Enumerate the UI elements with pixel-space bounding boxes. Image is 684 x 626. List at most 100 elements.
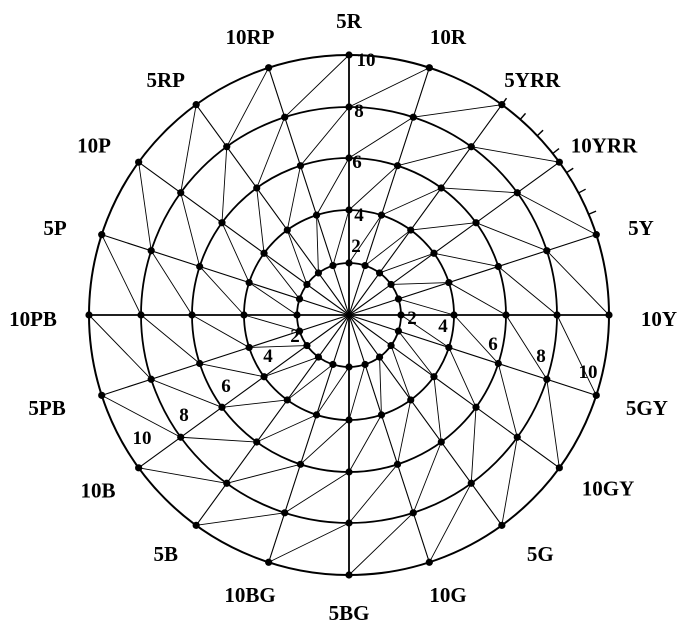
connector-line xyxy=(300,419,350,465)
grid-point xyxy=(450,311,458,319)
grid-point xyxy=(303,280,311,289)
grid-point xyxy=(253,184,261,192)
connector-line xyxy=(517,192,597,236)
connector-line xyxy=(316,366,350,416)
grid-point xyxy=(329,261,337,270)
grid-point xyxy=(555,464,563,472)
connector-line xyxy=(268,522,350,563)
hue-label: 5GY xyxy=(626,396,668,420)
grid-point xyxy=(85,311,93,319)
grid-point xyxy=(295,295,304,303)
grid-point xyxy=(188,311,196,319)
grid-point xyxy=(437,184,445,192)
hue-label: 5P xyxy=(43,216,67,240)
connector-line xyxy=(475,222,547,252)
hue-spoke-5P xyxy=(101,234,350,316)
grid-point xyxy=(498,521,506,529)
hue-label: 5RP xyxy=(146,68,185,92)
connector-line xyxy=(348,364,366,421)
grid-point xyxy=(437,438,445,446)
connector-line xyxy=(221,222,250,283)
chroma-tick-label-right: 2 xyxy=(407,308,417,329)
grid-point xyxy=(135,158,143,166)
connector-line xyxy=(196,512,285,526)
chroma-tick-label-right: 10 xyxy=(579,362,598,383)
grid-point xyxy=(430,249,438,257)
hue-label: 5BG xyxy=(329,601,370,621)
grid-point xyxy=(296,460,305,468)
grid-point xyxy=(513,189,521,197)
hue-spoke-10P xyxy=(138,161,350,316)
connector-line xyxy=(390,345,412,401)
connector-line xyxy=(150,250,193,316)
connector-line xyxy=(348,512,414,576)
grid-point xyxy=(192,521,200,529)
connector-line xyxy=(221,146,228,223)
hue-label: 10P xyxy=(77,134,111,158)
hue-label: 5PB xyxy=(28,396,65,420)
connector-line xyxy=(391,282,449,285)
hue-spoke-5Y xyxy=(348,234,597,316)
outer-tick xyxy=(578,188,586,194)
grid-point xyxy=(253,438,261,446)
grid-point xyxy=(240,311,248,319)
grid-point xyxy=(177,433,185,441)
connector-line xyxy=(286,165,301,231)
grid-point xyxy=(387,280,395,289)
grid-point xyxy=(296,162,305,170)
grid-point xyxy=(472,403,480,411)
connector-line xyxy=(316,215,319,273)
hue-spoke-5G xyxy=(348,314,503,526)
connector-line xyxy=(286,229,308,285)
connector-line xyxy=(348,214,382,264)
hue-spoke-10RP xyxy=(268,67,350,316)
grid-point xyxy=(393,162,402,170)
chroma-tick-label-left: 6 xyxy=(221,376,231,397)
connector-line xyxy=(180,436,257,443)
hue-spoke-10G xyxy=(348,314,430,563)
hue-spoke-10YRR xyxy=(348,161,560,316)
connector-line xyxy=(101,394,181,438)
connector-line xyxy=(448,282,507,316)
connector-line xyxy=(180,192,201,267)
connector-line xyxy=(497,363,518,438)
connector-line xyxy=(263,253,300,300)
grid-point xyxy=(196,262,204,271)
grid-point xyxy=(177,189,185,197)
grid-point xyxy=(281,113,289,121)
connector-line xyxy=(249,345,307,348)
grid-point xyxy=(303,341,311,350)
grid-point xyxy=(314,353,323,361)
grid-point xyxy=(409,509,417,517)
grid-point xyxy=(260,249,268,257)
diagram-points xyxy=(85,51,613,579)
grid-point xyxy=(293,311,301,319)
hue-label: 10BG xyxy=(224,583,275,607)
connector-line xyxy=(138,162,152,251)
grid-point xyxy=(147,247,155,255)
connector-line xyxy=(433,376,442,443)
connector-line xyxy=(140,314,200,364)
grid-point xyxy=(218,219,226,227)
connector-line xyxy=(348,165,398,211)
connector-line xyxy=(471,146,560,163)
grid-point xyxy=(345,51,353,59)
chroma-tick-label-left: 4 xyxy=(263,346,273,367)
grid-point xyxy=(387,341,395,350)
connector-line xyxy=(226,67,270,147)
connector-line xyxy=(398,298,455,316)
diagram-labels: 5R10R5YRR10YRR5Y10Y5GY10GY5G10G5BG10BG5B… xyxy=(9,9,677,625)
connector-line xyxy=(546,379,560,468)
grid-point xyxy=(605,311,613,319)
grid-point xyxy=(375,269,384,277)
grid-point xyxy=(345,103,353,111)
grid-point xyxy=(345,206,353,214)
chroma-tick-label-top: 10 xyxy=(357,50,376,71)
outer-tick xyxy=(566,167,574,174)
grid-point xyxy=(592,391,600,399)
connector-line xyxy=(413,104,502,118)
connector-line xyxy=(501,437,518,526)
grid-point xyxy=(467,143,475,151)
connector-line xyxy=(226,463,301,484)
